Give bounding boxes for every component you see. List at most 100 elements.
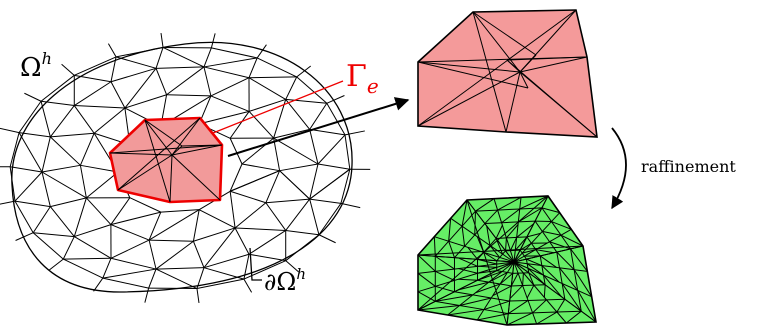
extracted-edge [417, 61, 521, 73]
extracted-edge [417, 71, 521, 127]
refined-edge [519, 249, 523, 254]
mesh-edge [210, 95, 250, 112]
mesh-edge [318, 234, 336, 244]
mesh-edge [49, 105, 75, 138]
refined-edge [549, 241, 571, 250]
mesh-edge [155, 240, 194, 270]
refined-edge [526, 284, 535, 299]
refined-edge [502, 250, 506, 255]
mesh-edge [265, 170, 281, 203]
mesh-edge [61, 63, 75, 76]
mesh-edge [156, 66, 204, 69]
patch-edge [144, 119, 183, 147]
refined-edge [509, 285, 523, 299]
mesh-edge [199, 110, 250, 125]
mesh-edge [41, 164, 81, 173]
patch-edge [169, 154, 173, 203]
mesh-edge [63, 258, 104, 279]
patch-edge [109, 144, 223, 154]
mesh-edge [74, 56, 117, 76]
extracted-edge [519, 54, 537, 73]
refined-edge [417, 261, 515, 293]
domain-boundary [11, 41, 353, 293]
refined-edge [496, 257, 501, 262]
refined-edge [493, 198, 515, 263]
refined-edge [466, 199, 515, 263]
refined-edge [513, 195, 549, 263]
refined-edge [486, 225, 491, 246]
refined-edge [475, 283, 501, 294]
mesh-edge [198, 209, 236, 229]
mesh-edge [285, 198, 311, 231]
refined-edge [507, 300, 529, 315]
refined-edge [513, 228, 572, 263]
refined-edge [577, 290, 582, 312]
mesh-edge [326, 103, 346, 136]
refined-edge [454, 291, 473, 296]
refined-edge [464, 234, 476, 247]
mesh-edge [248, 253, 286, 262]
extracted-patch-edges [417, 9, 598, 138]
mesh-edge [203, 66, 212, 97]
mesh-edge [273, 99, 287, 139]
refined-patch-edges [417, 195, 597, 326]
refined-edge [539, 255, 543, 266]
refined-edge [435, 255, 455, 270]
mesh-edge [102, 277, 149, 289]
refined-edge [458, 278, 478, 281]
mesh-edge [41, 171, 87, 199]
mesh-edge [9, 132, 20, 167]
mesh-edge [248, 98, 286, 112]
extracted-edge [506, 59, 598, 138]
mesh-edge [203, 47, 212, 68]
mesh-edge [107, 43, 117, 58]
refined-edge [472, 294, 492, 299]
mesh-edge [32, 206, 51, 233]
mesh-edge [203, 253, 250, 269]
mesh-edge [256, 57, 297, 78]
mesh-edge [248, 111, 274, 139]
refined-edge [467, 246, 478, 260]
refined-edge [450, 217, 515, 263]
mesh-edge [74, 105, 125, 109]
refined-edge [417, 272, 436, 287]
mesh-edge [166, 66, 205, 96]
mesh-edge [156, 267, 204, 270]
refined-edge [506, 236, 517, 239]
mesh-edge [296, 65, 312, 78]
refined-edge [551, 221, 572, 230]
refined-edge [495, 225, 503, 239]
mesh-edge [93, 107, 126, 134]
refined-edge [516, 236, 527, 238]
refined-edge [536, 311, 558, 325]
extracted-edge [472, 11, 537, 56]
refined-edge [433, 236, 436, 257]
refined-edge [474, 223, 486, 236]
refined-edge [509, 237, 518, 251]
mesh-edge [273, 137, 281, 171]
mesh-edge [73, 197, 87, 237]
mesh-edge [110, 257, 157, 270]
refined-edge [526, 263, 529, 269]
mesh-edge [129, 197, 162, 213]
mesh-edge [210, 33, 216, 48]
refined-edge [447, 261, 515, 316]
refined-edge [526, 258, 543, 267]
refined-edge [543, 275, 546, 285]
mesh-edge [49, 206, 75, 237]
patch-edge [117, 117, 201, 191]
refined-edge [497, 208, 520, 211]
mesh-edge [229, 191, 236, 229]
mesh-edge [248, 57, 258, 78]
refined-edge [541, 207, 552, 222]
mesh-edge [148, 268, 157, 289]
refined-edge [506, 261, 515, 326]
refined-edge [474, 211, 476, 235]
mesh-edge [115, 56, 157, 69]
boundary-label: ∂Ωh [264, 265, 306, 296]
mesh-edge [211, 47, 258, 59]
mesh-edge [309, 168, 351, 200]
mesh-edge [285, 98, 327, 104]
refined-edge [522, 249, 536, 254]
refined-edge [541, 207, 560, 214]
